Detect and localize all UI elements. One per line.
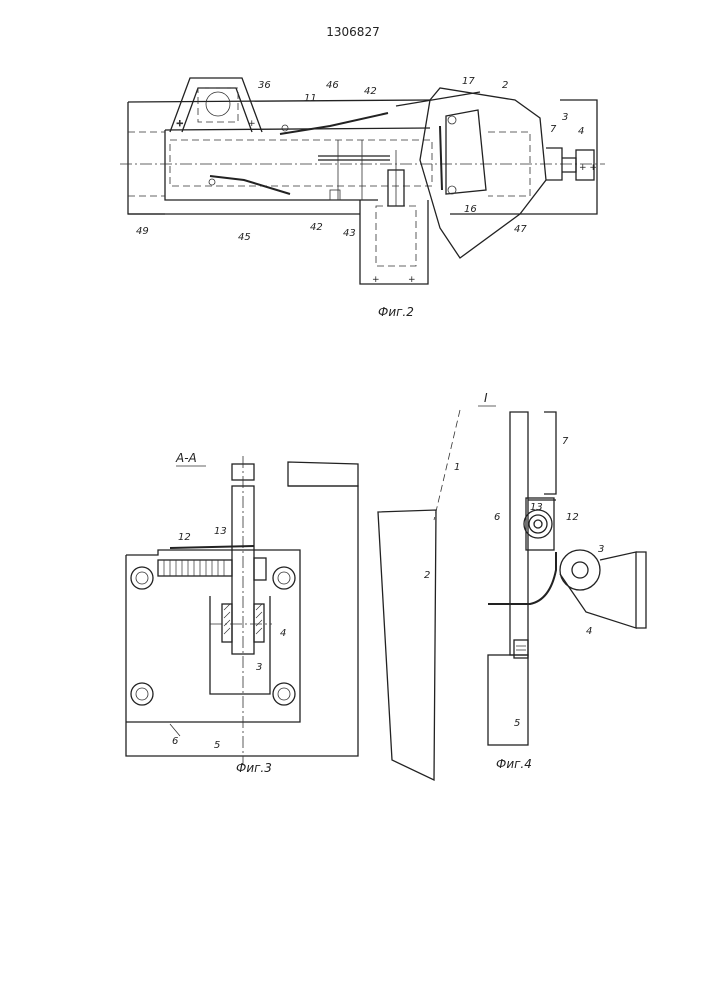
figure-3: А-А 12 13 4 3 6 5 Фиг.3 [126,451,358,775]
section-label-a-a: А-А [175,451,197,465]
label-16: 16 [464,204,477,215]
label-3: 3 [256,662,262,673]
label-3: 3 [598,544,604,555]
label-6: 6 [494,512,500,523]
svg-text:+: + [408,275,416,285]
label-5: 5 [214,740,220,751]
label-43: 43 [343,228,356,239]
label-4: 4 [578,126,584,137]
svg-text:+: + [176,119,184,129]
label-13: 13 [214,526,227,537]
label-36: 36 [258,80,271,91]
label-4: 4 [586,626,592,637]
svg-text:+: + [372,275,380,285]
label-6: 6 [172,736,178,747]
figure-2: + + + + + + 36 [120,76,605,319]
label-1: 1 [454,462,460,473]
label-42-top: 42 [364,86,377,97]
caption-fig2: Фиг.2 [378,305,414,319]
label-12: 12 [178,532,191,543]
caption-fig4: Фиг.4 [496,757,532,771]
label-7: 7 [550,124,557,135]
detail-label-i: I [484,391,488,405]
label-2: 2 [502,80,508,91]
svg-text:+ +: + + [579,163,597,173]
label-45: 45 [238,232,251,243]
label-13: 13 [530,502,543,513]
label-49: 49 [136,226,149,237]
label-3: 3 [562,112,568,123]
label-47: 47 [514,224,527,235]
svg-text:+: + [248,119,256,129]
label-17: 17 [462,76,475,87]
label-42-bottom: 42 [310,222,323,233]
label-46: 46 [326,80,339,91]
label-11: 11 [304,93,317,104]
figure-4: I 1 2 7 13 6 12 3 4 5 Фиг.4 [378,391,646,780]
caption-fig3: Фиг.3 [236,761,272,775]
label-7: 7 [562,436,569,447]
label-5: 5 [514,718,520,729]
label-2: 2 [424,570,430,581]
label-12: 12 [566,512,579,523]
label-4: 4 [280,628,286,639]
patent-number: 1306827 [326,25,379,39]
